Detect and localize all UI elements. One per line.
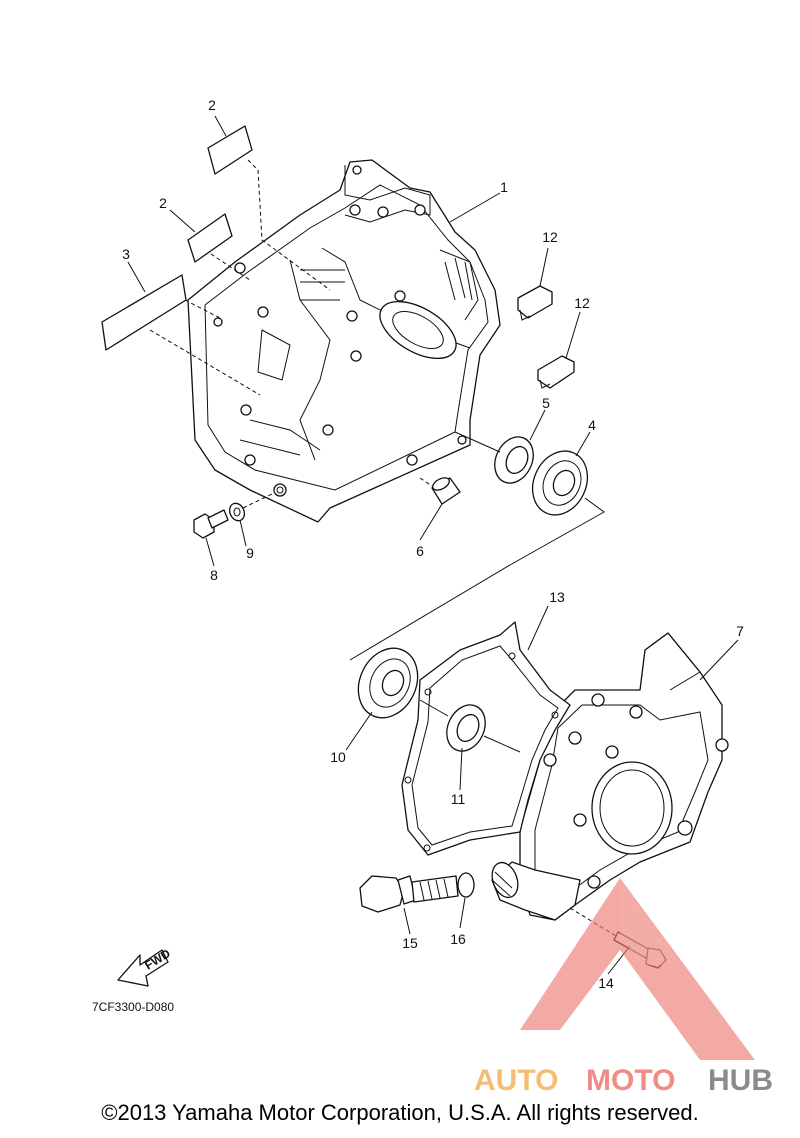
automotohub-watermark: AUTO MOTO HUB: [474, 878, 773, 1097]
alignment-line: [204, 249, 251, 281]
watermark-triangle-logo: [520, 878, 755, 1060]
callout-8: 8: [210, 567, 218, 583]
diagram-code: 7CF3300-D080: [92, 1000, 174, 1014]
callout-13: 13: [549, 589, 565, 605]
callout-16: 16: [450, 931, 466, 947]
bolt-8: [193, 509, 229, 539]
callout-12-upper: 12: [542, 229, 558, 245]
callout-14: 14: [598, 975, 614, 991]
watermark-word-moto: MOTO: [586, 1064, 675, 1097]
washer-9: [228, 502, 246, 522]
bearing-10: [357, 647, 419, 719]
fwd-arrow-icon: FWD: [117, 946, 173, 987]
dowel-pin-12-lower: [537, 355, 575, 389]
crankcase-body: [187, 159, 501, 523]
callout-2-upper: 2: [208, 97, 216, 113]
crank-axis-line: [349, 431, 605, 661]
o-ring-16: [457, 872, 475, 898]
callout-12-lower: 12: [574, 295, 590, 311]
alignment-line: [149, 299, 261, 396]
callout-5: 5: [542, 395, 550, 411]
crank-axis-line: [419, 699, 521, 753]
bearing-4: [531, 450, 589, 516]
label-plate-2-lower: [187, 213, 233, 263]
callout-2-lower: 2: [159, 195, 167, 211]
label-plate-3: [101, 274, 187, 351]
watermark-word-hub: HUB: [708, 1064, 773, 1097]
oil-seal-11: [446, 704, 486, 752]
alignment-line: [242, 493, 273, 509]
callout-1: 1: [500, 179, 508, 195]
callout-4: 4: [588, 417, 596, 433]
callout-3: 3: [122, 246, 130, 262]
dowel-pin-12-upper: [517, 285, 553, 321]
label-plate-2-upper: [207, 125, 253, 175]
callout-7: 7: [736, 623, 744, 639]
callout-6: 6: [416, 543, 424, 559]
callout-15: 15: [402, 935, 418, 951]
alignment-line: [419, 477, 433, 487]
oil-seal-5: [494, 436, 534, 484]
callout-10: 10: [330, 749, 346, 765]
callout-11: 11: [451, 791, 466, 807]
dowel-6: [431, 477, 461, 505]
alignment-line: [247, 159, 331, 291]
callout-9: 9: [246, 545, 254, 561]
oil-dipstick-15: [359, 875, 459, 913]
leader-lines: [127, 115, 739, 975]
copyright-text: ©2013 Yamaha Motor Corporation, U.S.A. A…: [101, 1100, 699, 1125]
watermark-word-auto: AUTO: [474, 1064, 558, 1097]
